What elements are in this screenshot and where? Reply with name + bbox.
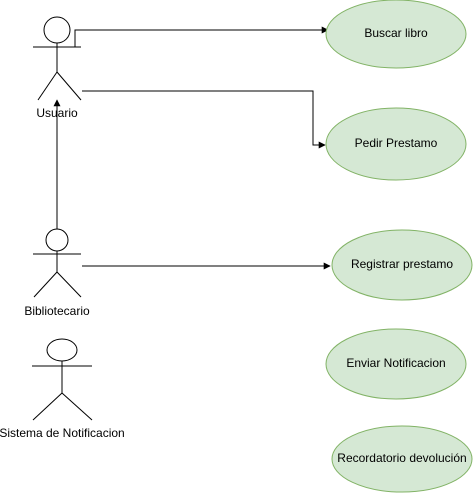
use-case-pedir-prestamo[interactable]: Pedir Prestamo bbox=[325, 107, 467, 181]
use-case-label: Pedir Prestamo bbox=[355, 136, 438, 150]
actor-label: Bibliotecario bbox=[24, 304, 90, 318]
use-case-label: Buscar libro bbox=[364, 26, 428, 40]
use-case-label: Recordatorio devolución bbox=[337, 451, 466, 465]
actor-bibliotecario[interactable]: Bibliotecario bbox=[24, 228, 90, 318]
relation-usuario-buscar[interactable] bbox=[74, 26, 329, 47]
use-case-registrar-prestamo[interactable]: Registrar prestamo bbox=[331, 229, 473, 301]
use-case-label: Registrar prestamo bbox=[351, 257, 453, 271]
actor-sistema-de-notificacion[interactable]: Sistema de Notificacion bbox=[0, 338, 125, 440]
use-case-buscar-libro[interactable]: Buscar libro bbox=[325, 0, 467, 69]
relations bbox=[53, 26, 331, 270]
stick-figure-icon bbox=[32, 338, 93, 421]
stick-figure-icon bbox=[33, 228, 82, 298]
actor-label: Usuario bbox=[36, 106, 78, 120]
use-case-recordatorio-devolucion[interactable]: Recordatorio devolución bbox=[331, 425, 473, 493]
stick-figure-icon bbox=[33, 16, 82, 101]
actor-usuario[interactable]: Usuario bbox=[33, 16, 82, 120]
relation-usuario-pedir[interactable] bbox=[82, 90, 326, 149]
use-case-enviar-notificacion[interactable]: Enviar Notificacion bbox=[325, 328, 467, 400]
use-case-label: Enviar Notificacion bbox=[346, 356, 445, 370]
actor-label: Sistema de Notificacion bbox=[0, 426, 125, 440]
